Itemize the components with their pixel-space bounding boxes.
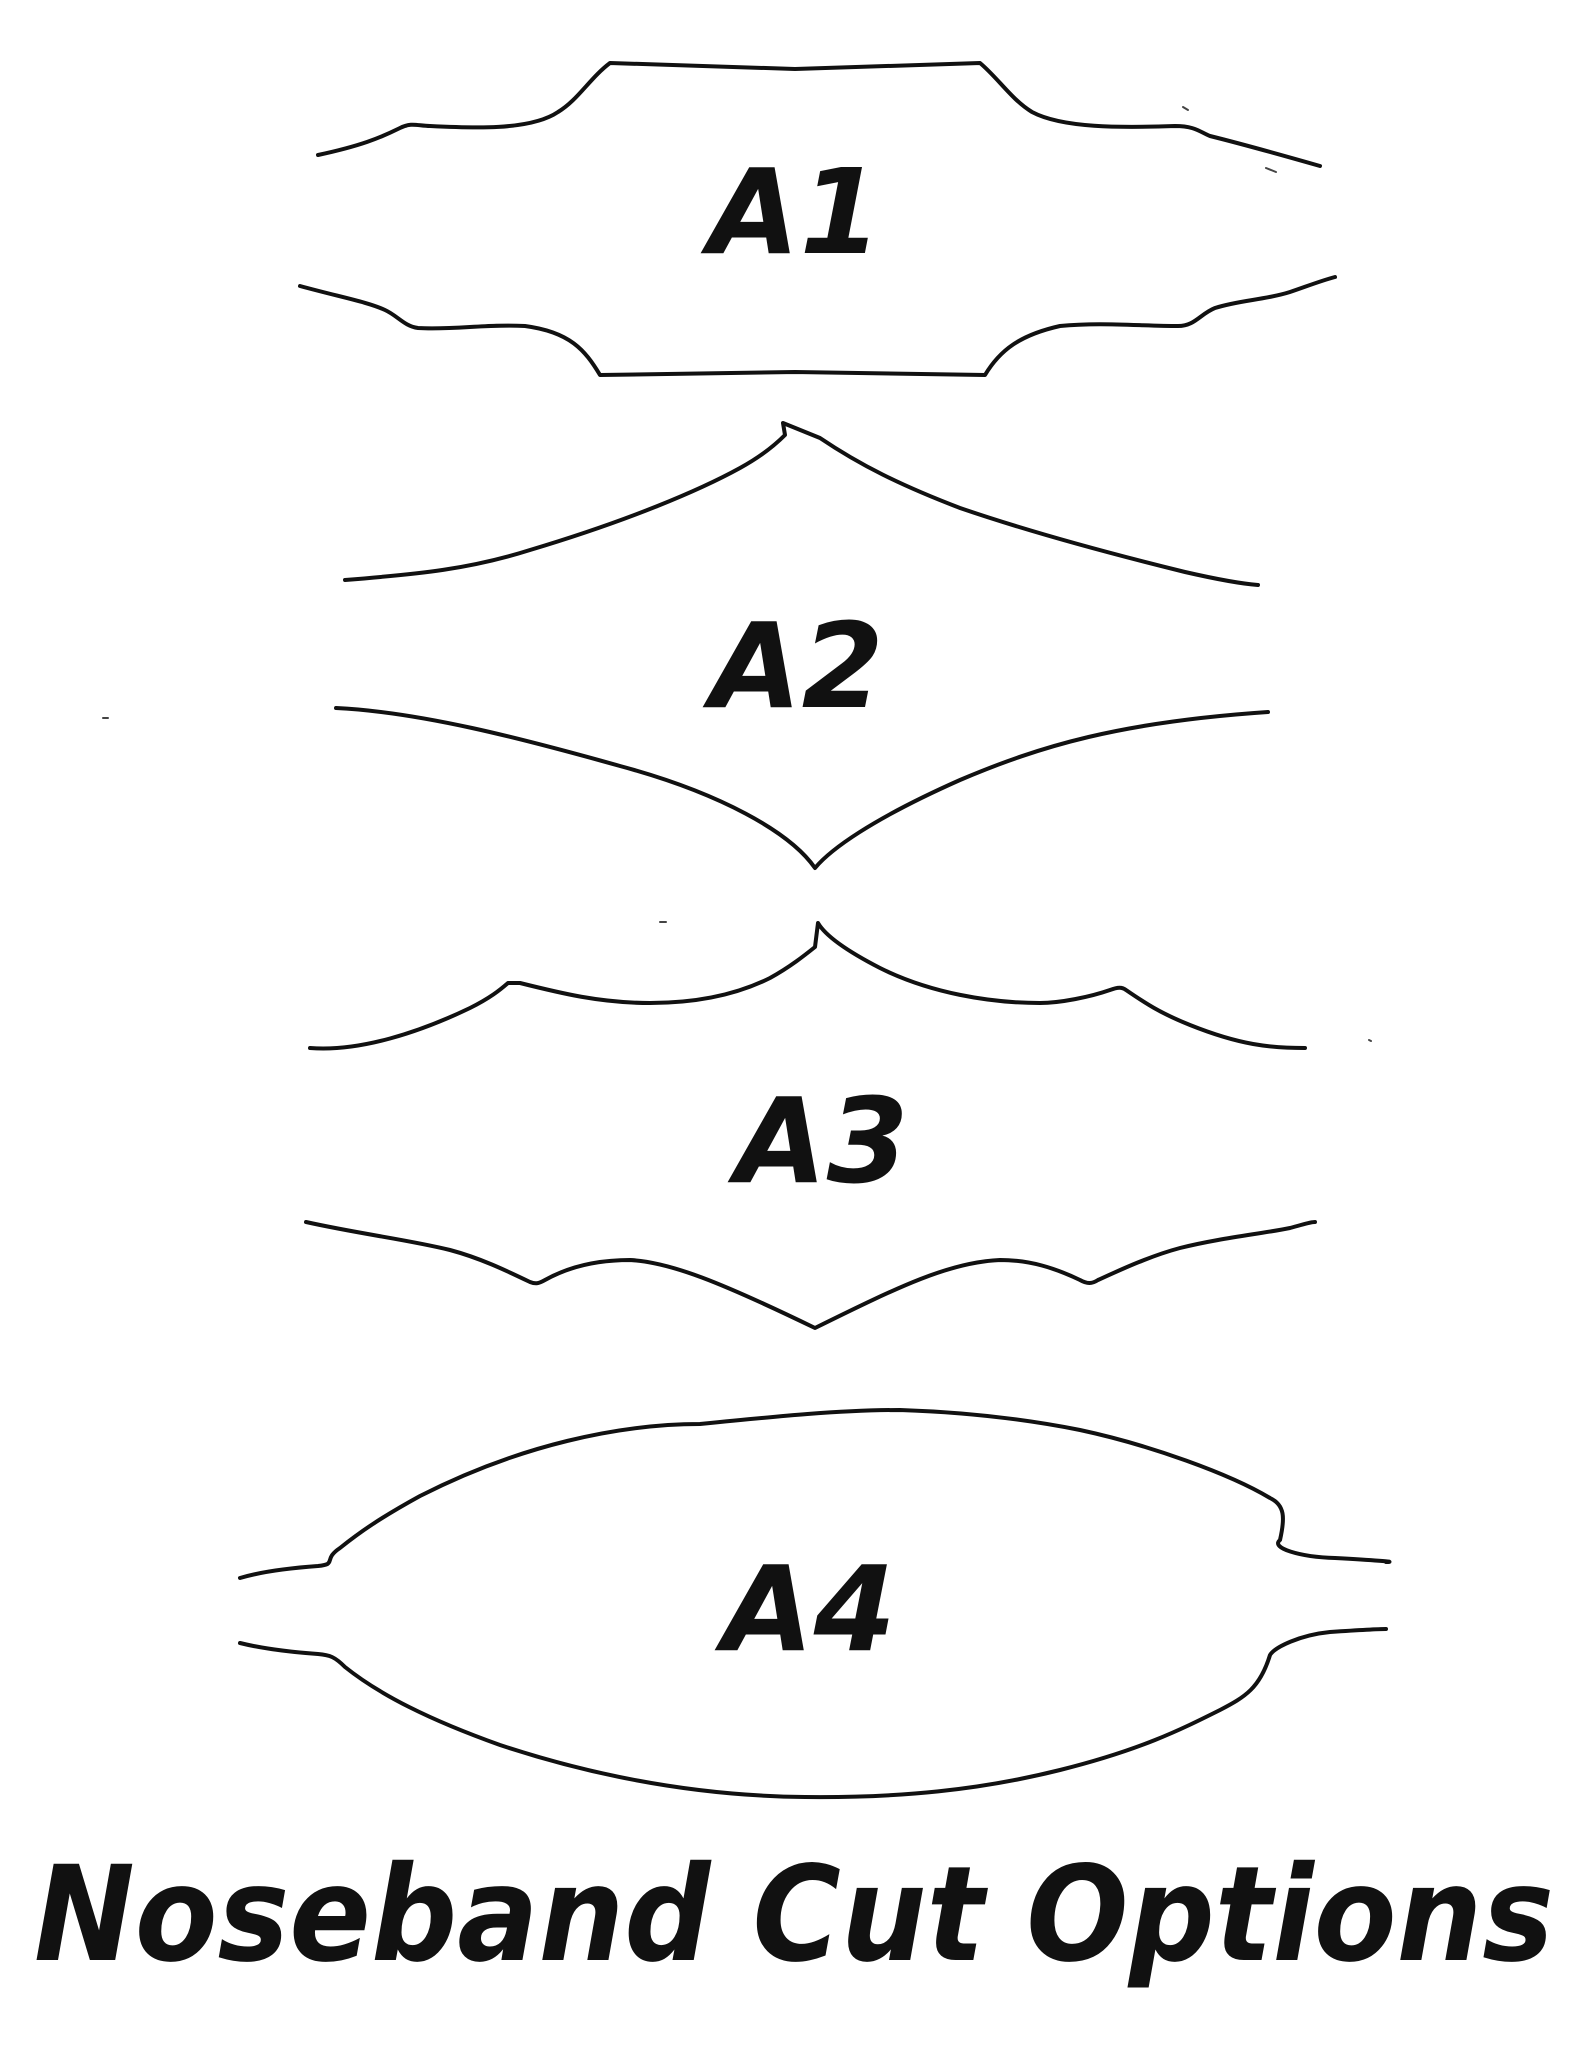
a4-label: A4 (714, 1540, 895, 1678)
speck-right (1368, 1039, 1372, 1042)
a3-top-outline (308, 921, 1307, 1051)
a3-bottom-outline (304, 1220, 1317, 1330)
cut-option-a4: A4 (238, 1408, 1392, 1800)
a1-top-outline (316, 61, 1322, 168)
a3-label: A3 (727, 1072, 908, 1210)
a2-bottom-outline (334, 706, 1270, 870)
page-title: Noseband Cut Options (34, 1838, 1554, 1992)
a1-speck-2 (1265, 167, 1277, 173)
a4-top-outline (238, 1408, 1392, 1580)
cut-option-a2: A2 (102, 421, 1270, 870)
a1-label: A1 (700, 143, 881, 281)
a2-label: A2 (702, 597, 883, 735)
a2-top-outline (343, 421, 1260, 587)
a4-bottom-outline (238, 1627, 1388, 1800)
cut-option-a1: A1 (298, 61, 1337, 377)
a1-bottom-outline (298, 275, 1337, 377)
cut-option-a3: A3 (304, 921, 1317, 1330)
a1-speck-1 (1182, 106, 1189, 111)
